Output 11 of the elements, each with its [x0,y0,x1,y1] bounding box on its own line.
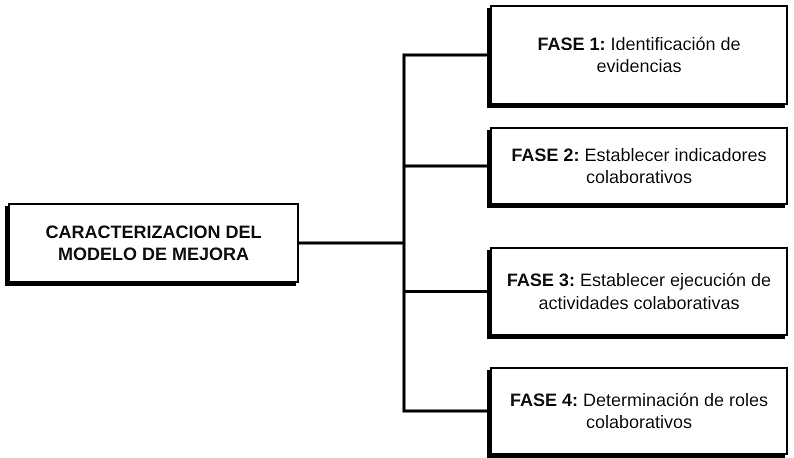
phase-text: FASE 4: Determinación de roles colaborativos [508,388,770,434]
title-text: CARACTERIZACION DEL MODELO DE MEJORA [44,220,262,266]
title-box [8,203,299,283]
phase-box [490,367,788,455]
phase-text: FASE 3: Establecer ejecución de actividades colaborativas [506,269,772,314]
phase-box [490,247,788,336]
phase-box [490,5,788,105]
phase-box [490,127,788,205]
phase-text: FASE 2: Establecer indicadores colaborativos [510,144,768,188]
connector-line [299,242,490,412]
phase-text: FASE 1: Identificación de evidencias [536,32,742,78]
